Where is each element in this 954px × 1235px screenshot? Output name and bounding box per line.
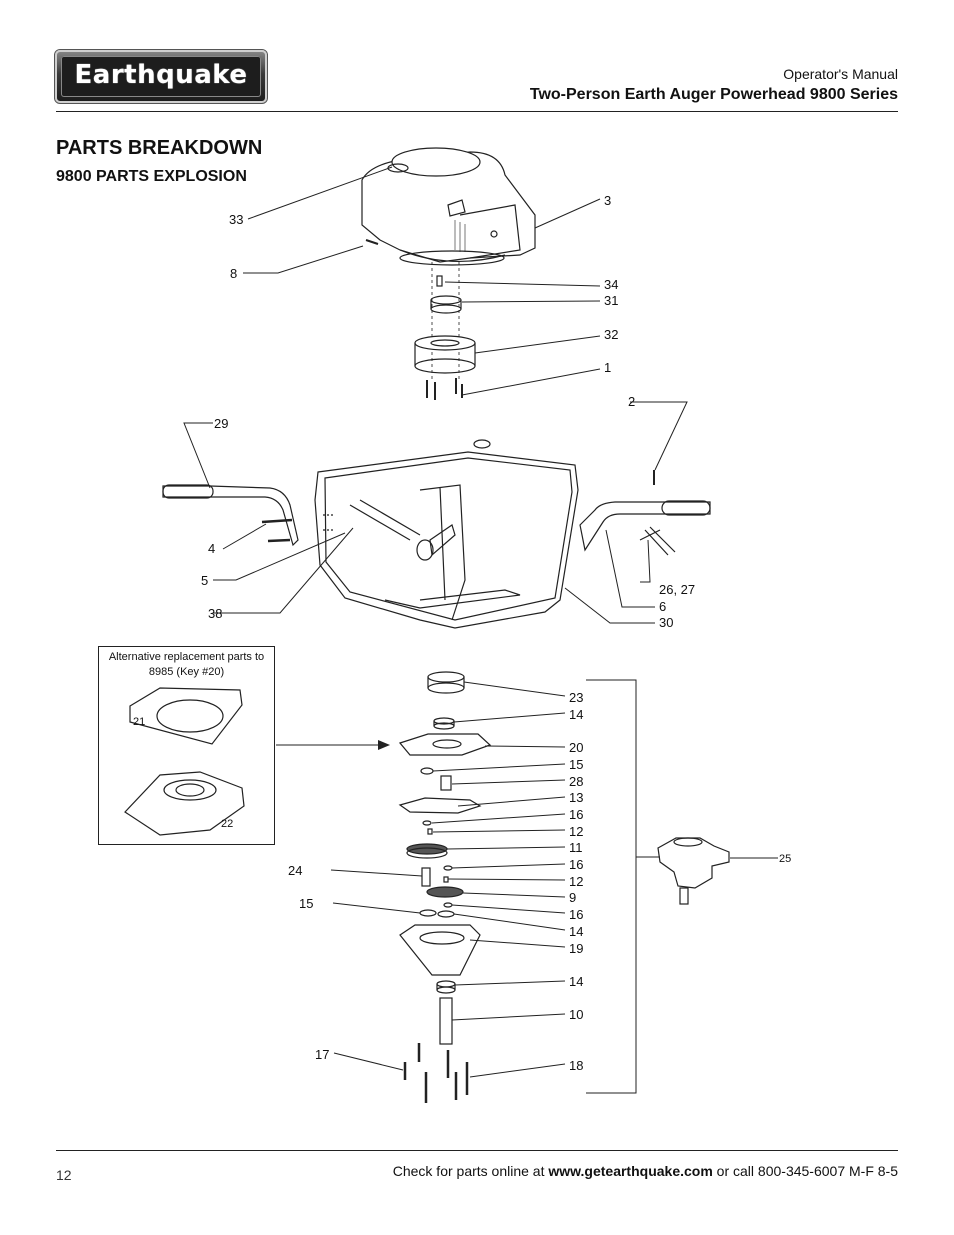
earthquake-logo: Earthquake xyxy=(55,50,267,103)
frame-part xyxy=(314,439,579,629)
logo-plate: Earthquake xyxy=(61,56,261,97)
gearbox-stack xyxy=(398,671,492,1103)
callout-11: 11 xyxy=(569,840,583,855)
callout-34: 34 xyxy=(604,277,618,292)
page-number: 12 xyxy=(56,1167,72,1183)
callout-8: 8 xyxy=(230,266,237,281)
callout-9: 9 xyxy=(569,890,576,905)
section-heading: PARTS BREAKDOWN xyxy=(56,137,263,159)
callout-5: 5 xyxy=(201,573,208,588)
callout-15: 15 xyxy=(299,896,313,911)
footer-text-before: Check for parts online at xyxy=(392,1163,549,1179)
manual-title: Two-Person Earth Auger Powerhead 9800 Se… xyxy=(529,86,898,103)
callout-23: 23 xyxy=(569,690,583,705)
footer-contact: Check for parts online at www.getearthqu… xyxy=(393,1163,898,1179)
callout-13: 13 xyxy=(569,790,583,805)
pin-part xyxy=(365,239,379,245)
footer-text-after: or call 800-345-6007 M-F 8-5 xyxy=(712,1163,898,1179)
callout-28: 28 xyxy=(569,774,583,789)
bolts-part xyxy=(426,378,463,400)
callout-18: 18 xyxy=(569,1058,583,1073)
arrow-icon xyxy=(378,740,390,750)
footer-url-link[interactable]: www.getearthquake.com xyxy=(548,1163,713,1179)
right-handle-part xyxy=(579,500,711,556)
callout-16: 16 xyxy=(569,857,583,872)
callout-24: 24 xyxy=(288,863,302,878)
callout-14: 14 xyxy=(569,924,583,939)
callout-29: 29 xyxy=(214,416,228,431)
callout-26-27: 26, 27 xyxy=(659,582,695,597)
callout-2: 2 xyxy=(628,394,635,409)
callout-1: 1 xyxy=(604,360,611,375)
header-divider xyxy=(56,111,898,112)
ring-part xyxy=(430,295,462,314)
callout-19: 19 xyxy=(569,941,583,956)
callout-3: 3 xyxy=(604,193,611,208)
footer-divider xyxy=(56,1150,898,1151)
callout-12: 12 xyxy=(569,874,583,889)
gearbox-assembly-part xyxy=(657,837,730,905)
callout-14: 14 xyxy=(569,707,583,722)
callout-32: 32 xyxy=(604,327,618,342)
callout-12: 12 xyxy=(569,824,583,839)
callout-4: 4 xyxy=(208,541,215,556)
inset-label-22: 22 xyxy=(221,818,233,830)
callout-31: 31 xyxy=(604,293,618,308)
callout-33: 33 xyxy=(229,212,243,227)
left-handle-part xyxy=(162,484,299,547)
alternative-parts-inset xyxy=(98,646,275,845)
manual-subtitle: Operator's Manual xyxy=(783,66,898,82)
callout-17: 17 xyxy=(315,1047,329,1062)
callout-14: 14 xyxy=(569,974,583,989)
section-subheading: 9800 PARTS EXPLOSION xyxy=(56,168,247,185)
key-part xyxy=(436,275,443,287)
callout-20: 20 xyxy=(569,740,583,755)
inset-label-21: 21 xyxy=(133,716,145,728)
engine-part xyxy=(361,147,536,266)
clutch-drum-part xyxy=(414,335,476,374)
callout-16: 16 xyxy=(569,907,583,922)
callout-15: 15 xyxy=(569,757,583,772)
callout-10: 10 xyxy=(569,1007,583,1022)
callout-38: 38 xyxy=(208,606,222,621)
callout-30: 30 xyxy=(659,615,673,630)
callout-16: 16 xyxy=(569,807,583,822)
logo-text: Earthquake xyxy=(74,60,248,90)
inset-housing-part xyxy=(124,771,245,836)
inset-gasket-part xyxy=(129,687,243,745)
callout-25: 25 xyxy=(779,853,791,865)
callout-6: 6 xyxy=(659,599,666,614)
inset-caption: Alternative replacement parts to 8985 (K… xyxy=(108,651,265,678)
